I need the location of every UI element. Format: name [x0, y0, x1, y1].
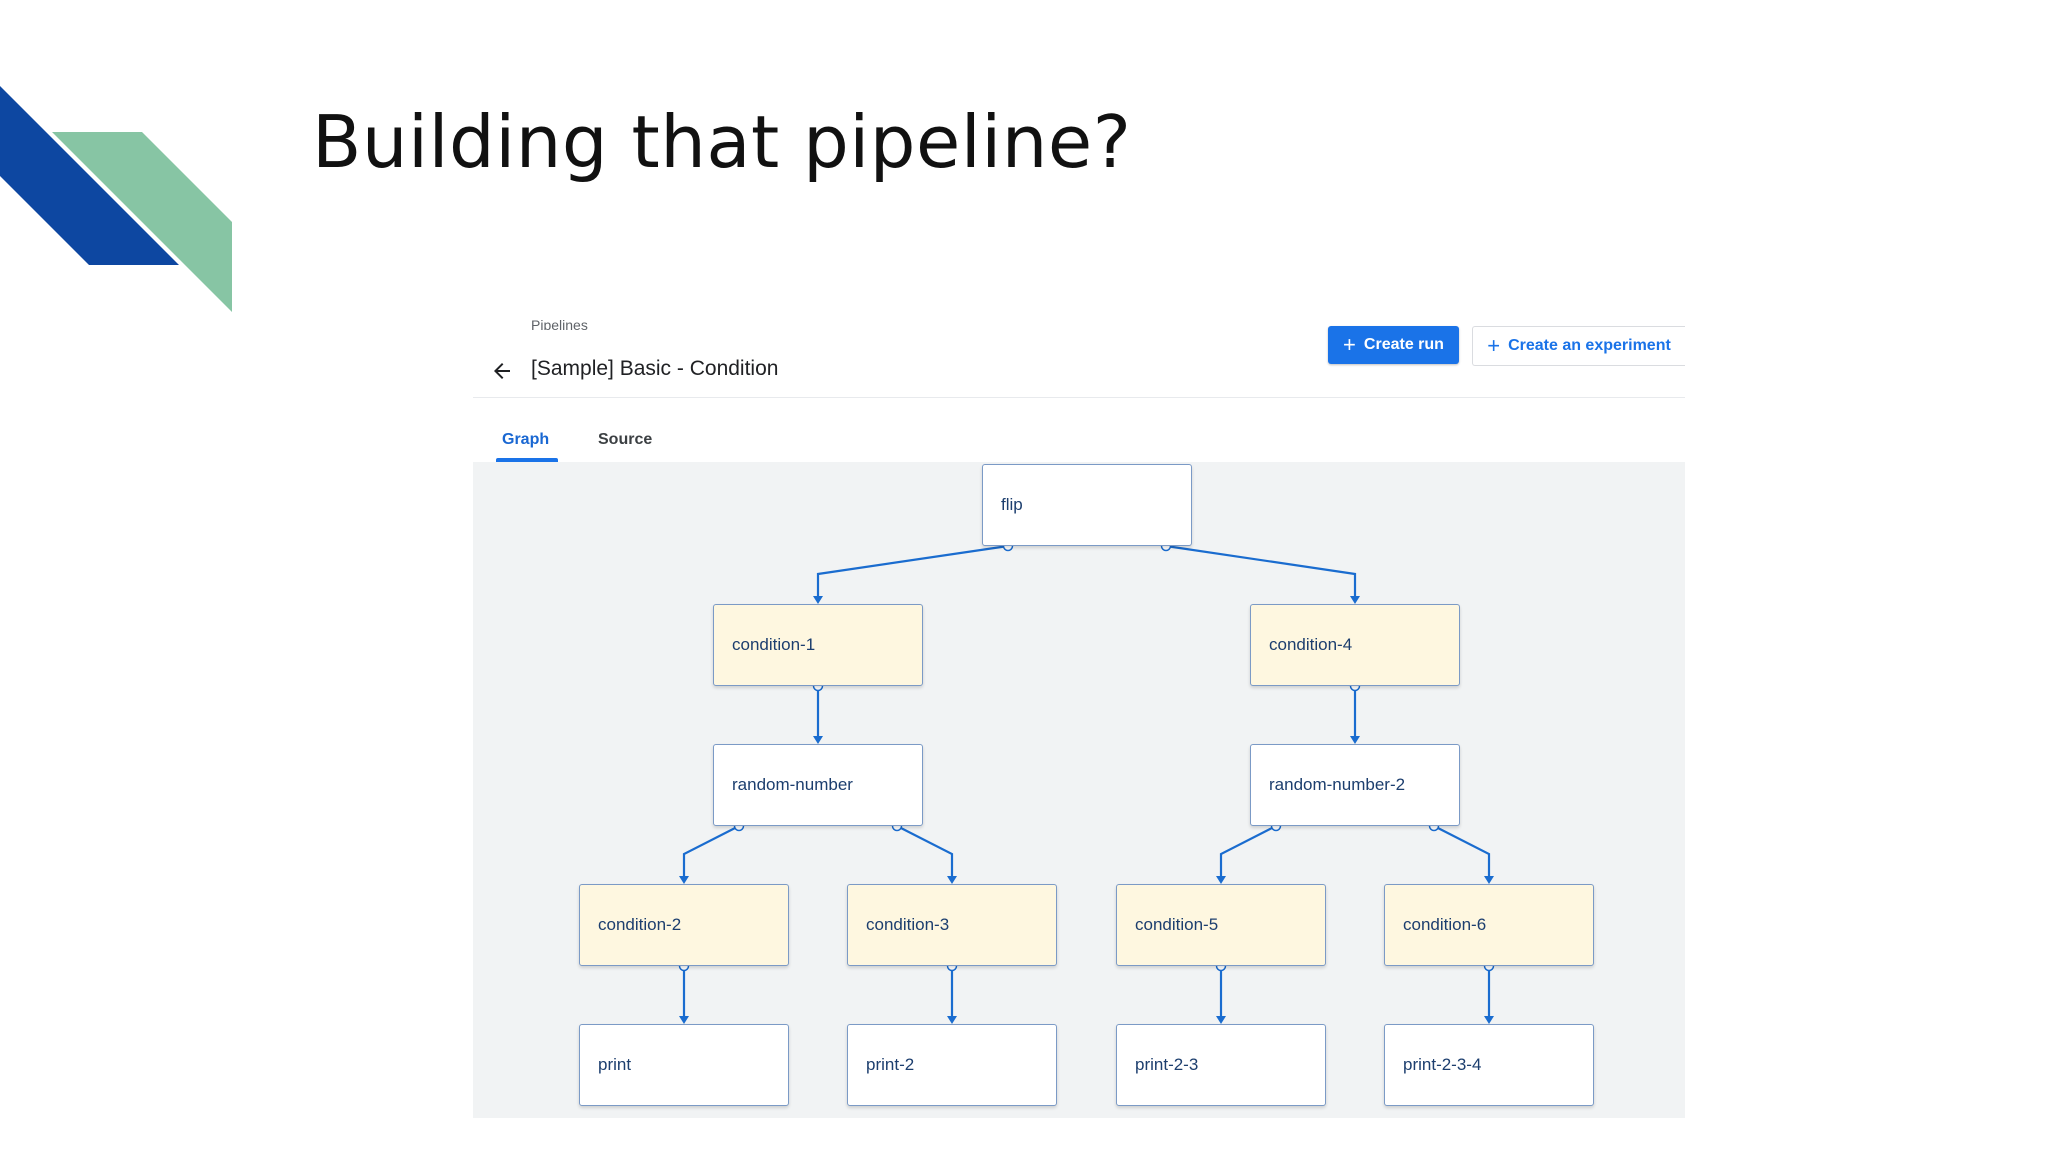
plus-icon: + — [1487, 333, 1501, 358]
header-divider — [473, 397, 1685, 398]
graph-node-flip[interactable]: flip — [982, 464, 1192, 546]
graph-node-print-2[interactable]: print-2 — [847, 1024, 1057, 1106]
graph-node-random-number[interactable]: random-number — [713, 744, 923, 826]
slide-title: Building that pipeline? — [312, 100, 1132, 184]
graph-edge — [816, 544, 1009, 600]
plus-icon: + — [1343, 332, 1356, 357]
edge-arrowhead — [947, 1016, 957, 1024]
graph-edge — [896, 825, 954, 880]
graph-node-print-2-3[interactable]: print-2-3 — [1116, 1024, 1326, 1106]
graph-node-condition-4[interactable]: condition-4 — [1250, 604, 1460, 686]
edge-arrowhead — [1350, 596, 1360, 604]
edge-arrowhead — [1484, 876, 1494, 884]
graph-node-condition-2[interactable]: condition-2 — [579, 884, 789, 966]
corner-decoration — [0, 86, 232, 312]
graph-node-condition-6[interactable]: condition-6 — [1384, 884, 1594, 966]
create-run-button[interactable]: + Create run — [1328, 326, 1459, 364]
pipeline-title: [Sample] Basic - Condition — [531, 357, 779, 380]
graph-edge — [1433, 825, 1491, 880]
edge-arrowhead — [1484, 1016, 1494, 1024]
breadcrumb[interactable]: Pipelines — [531, 318, 588, 330]
active-tab-indicator — [496, 458, 558, 462]
graph-node-print-2-3-4[interactable]: print-2-3-4 — [1384, 1024, 1594, 1106]
graph-node-print[interactable]: print — [579, 1024, 789, 1106]
graph-node-condition-3[interactable]: condition-3 — [847, 884, 1057, 966]
edge-arrowhead — [813, 736, 823, 744]
graph-edges — [678, 540, 1495, 1024]
pipeline-screenshot: Pipelines [Sample] Basic - Condition + C… — [473, 318, 1685, 1118]
blue-stripe-shape — [0, 86, 179, 265]
graph-edge — [682, 825, 740, 880]
tab-graph[interactable]: Graph — [502, 431, 550, 448]
edge-arrowhead — [679, 876, 689, 884]
graph-node-condition-1[interactable]: condition-1 — [713, 604, 923, 686]
graph-edge — [1219, 825, 1277, 880]
tab-source[interactable]: Source — [598, 431, 653, 448]
graph-canvas[interactable]: flip condition-1 condition-4 random-number r… — [473, 462, 1685, 1118]
green-stripe-shape — [52, 132, 232, 312]
back-arrow-icon[interactable] — [487, 356, 517, 386]
edge-arrowhead — [1216, 1016, 1226, 1024]
graph-edge — [1165, 544, 1357, 600]
graph-node-condition-5[interactable]: condition-5 — [1116, 884, 1326, 966]
create-run-label: Create run — [1363, 336, 1444, 353]
graph-node-random-number-2[interactable]: random-number-2 — [1250, 744, 1460, 826]
create-experiment-button[interactable]: + Create an experiment — [1472, 326, 1685, 366]
edge-arrowhead — [679, 1016, 689, 1024]
edge-arrowhead — [813, 596, 823, 604]
edge-arrowhead — [1350, 736, 1360, 744]
edge-arrowhead — [947, 876, 957, 884]
edge-arrowhead — [1216, 876, 1226, 884]
create-experiment-label: Create an experiment — [1508, 337, 1671, 354]
